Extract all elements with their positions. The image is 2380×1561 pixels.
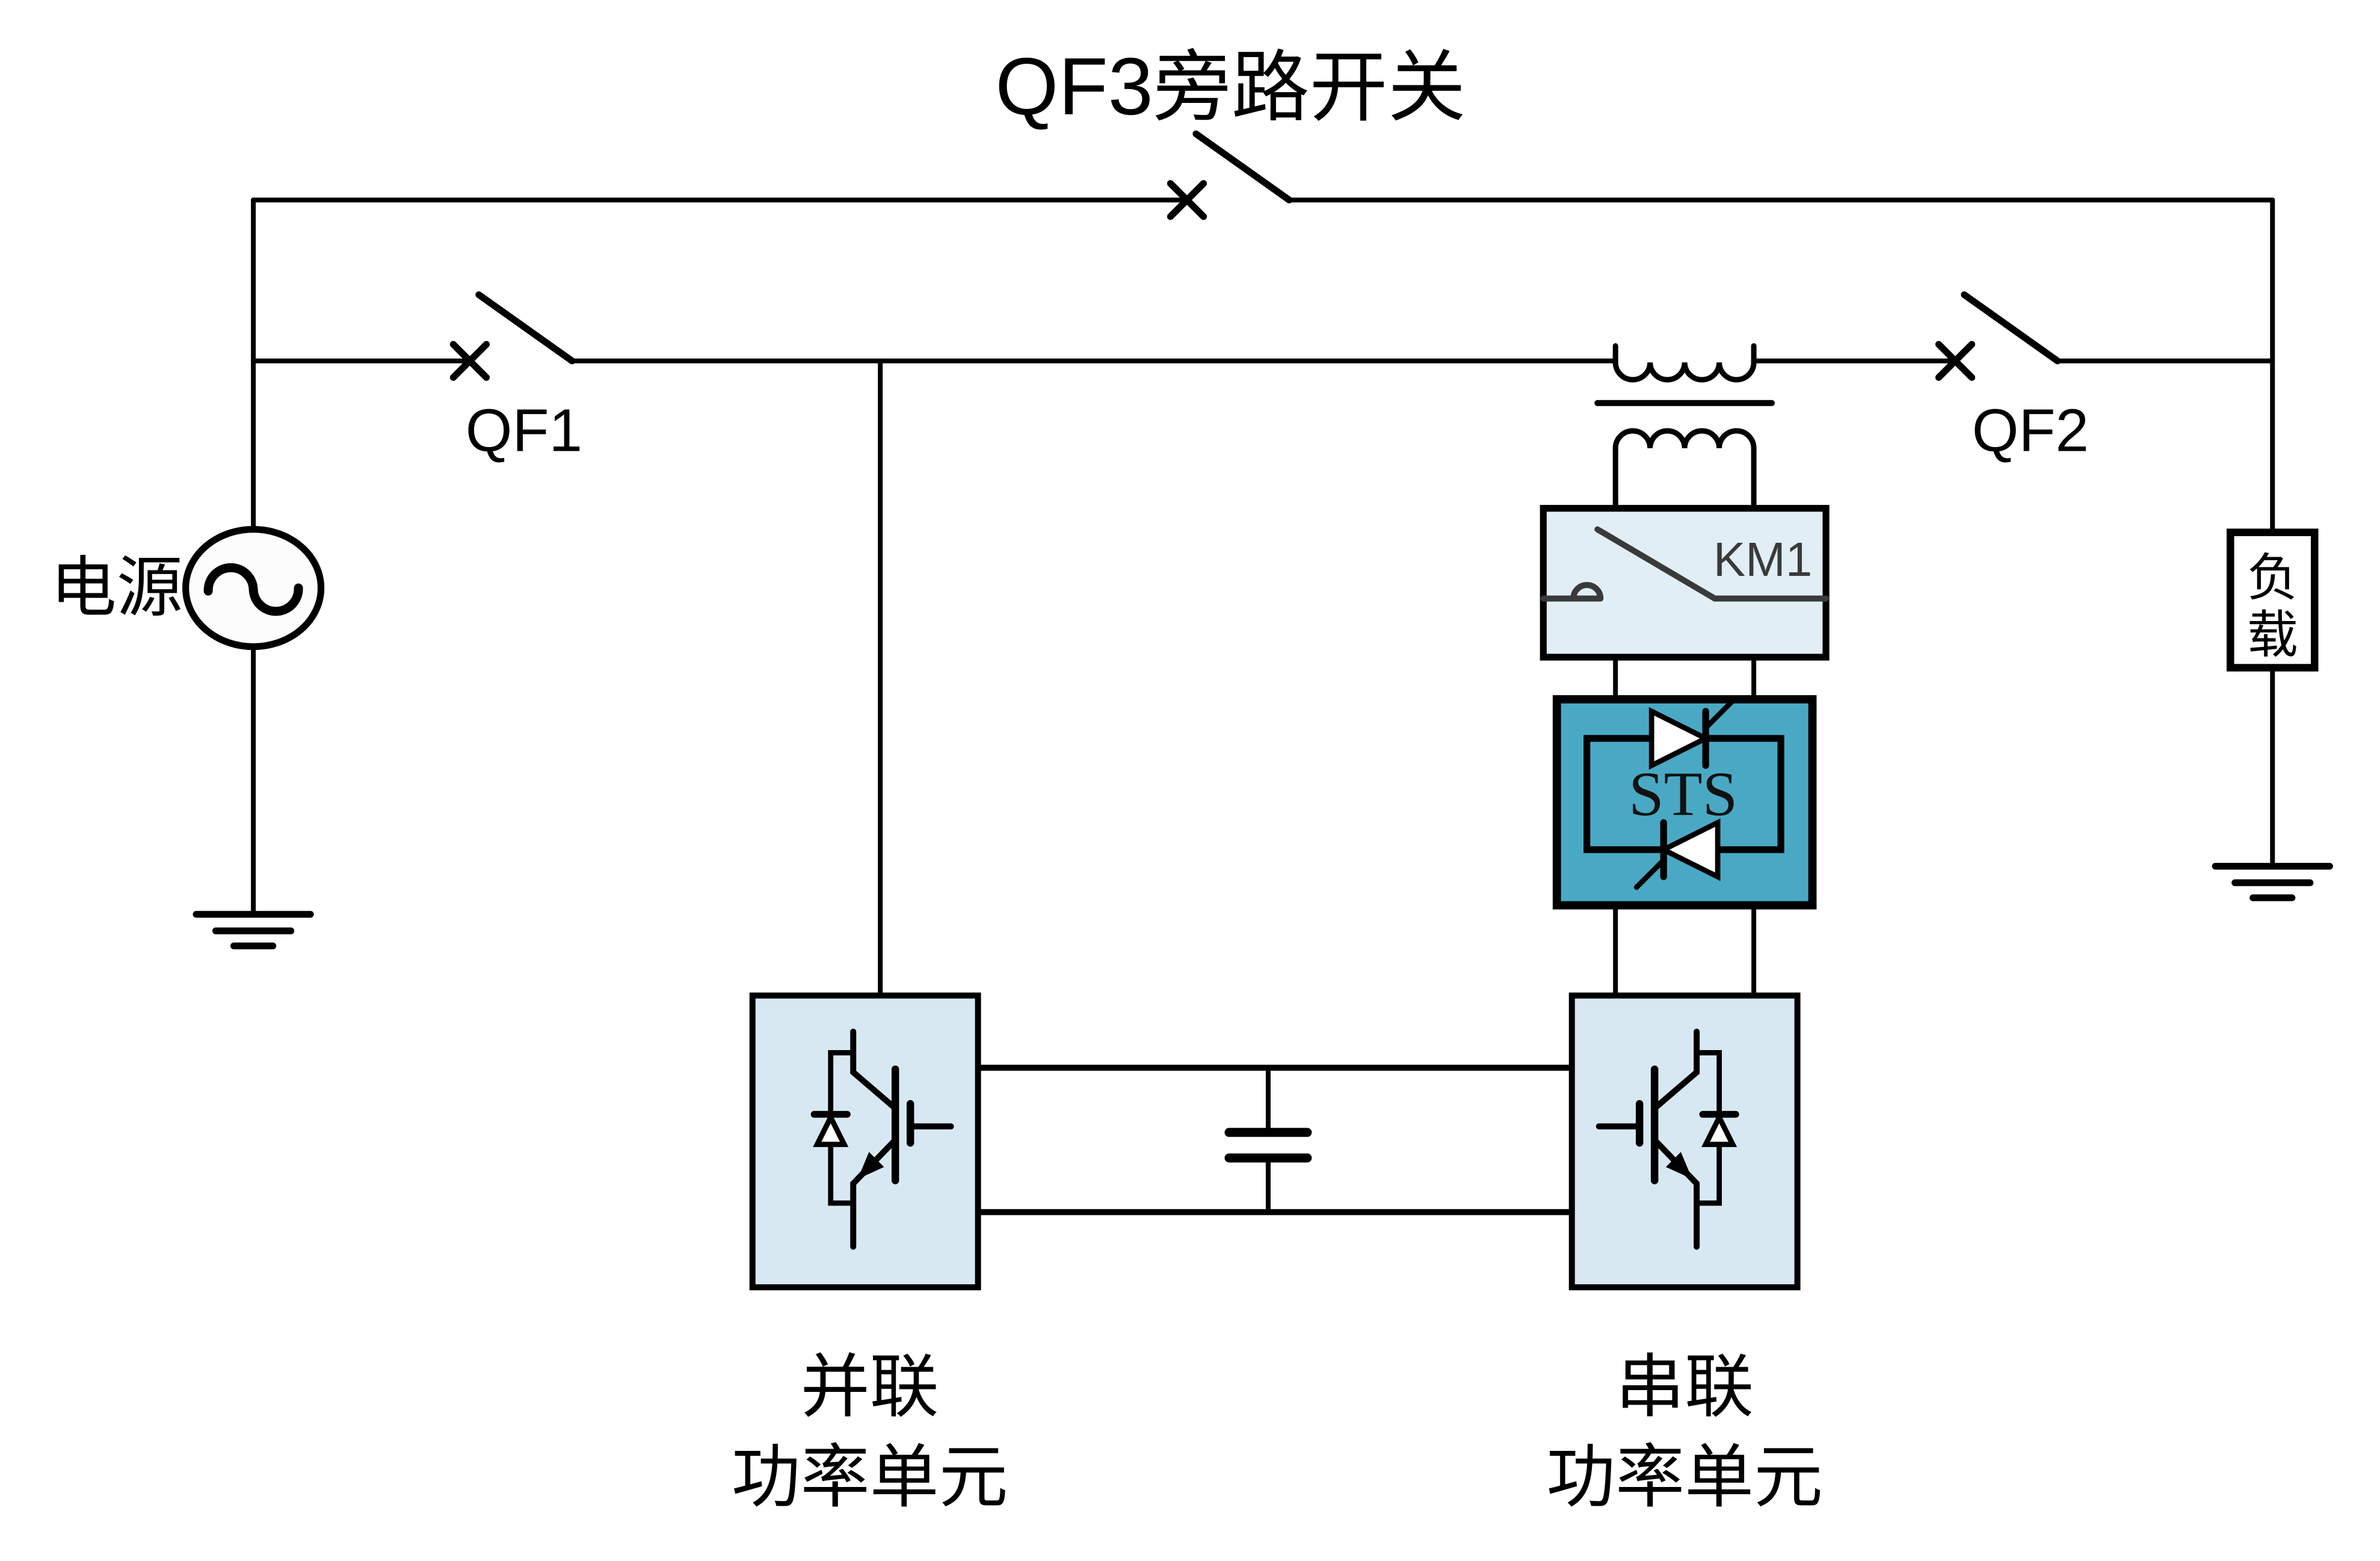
- parallel-power-unit-box: [749, 992, 981, 1291]
- source-label: 电源: [51, 552, 183, 625]
- transformer-secondary-winding: [1612, 428, 1757, 451]
- load-body: [2227, 528, 2319, 672]
- diode-wire-bottom: [1694, 1142, 1722, 1206]
- km1-contactor-box: KM1: [1540, 505, 1830, 661]
- freewheel-diode-icon: [810, 1049, 856, 1206]
- transformer-primary-ticks: [1612, 343, 1757, 365]
- transformer-symbol: [1594, 343, 1775, 512]
- breaker-blade-icon: [1192, 130, 1293, 203]
- series-unit-caption-line2: 功率单元: [1546, 1439, 1823, 1516]
- breaker-blade-icon: [475, 291, 576, 365]
- thyristor-gate-lead: [1633, 858, 1666, 890]
- breaker-blade-icon: [1961, 291, 2061, 365]
- diagram-title: QF3旁路开关: [995, 41, 1466, 132]
- freewheel-diode-icon: [1694, 1049, 1739, 1206]
- km1-label: KM1: [1713, 533, 1812, 586]
- load-box: 负 载: [2227, 528, 2319, 672]
- dc-link-capacitor: [1224, 1128, 1312, 1163]
- diode-wire-top: [828, 1049, 856, 1117]
- title-prefix: QF3: [995, 41, 1153, 132]
- qf1-breaker: [449, 291, 576, 381]
- qf2-breaker: [1935, 291, 2061, 381]
- ground-symbol-source: [193, 910, 314, 950]
- thyristor-top-icon: [1648, 698, 1736, 770]
- thyristor-triangle: [1657, 818, 1721, 882]
- parallel-unit-caption-line1: 并联: [801, 1349, 939, 1426]
- transformer-primary-winding: [1612, 359, 1757, 383]
- transformer-secondary-leads: [1612, 445, 1757, 512]
- thyristor-bottom-icon: [1633, 818, 1721, 890]
- thyristor-triangle: [1648, 706, 1712, 770]
- ground-symbol-load: [2212, 862, 2333, 901]
- series-unit-caption-line1: 串联: [1615, 1349, 1754, 1426]
- breaker-x-icon: [1935, 341, 1976, 381]
- parallel-unit-caption-line2: 功率单元: [732, 1439, 1008, 1516]
- series-power-unit-box: [1568, 992, 1801, 1291]
- sts-box: STS: [1552, 695, 1817, 910]
- diode-wire-top: [1694, 1049, 1722, 1117]
- igbt-collector-lead: [850, 1028, 899, 1111]
- qf1-label: QF1: [466, 398, 582, 465]
- parallel-unit-body: [749, 992, 981, 1291]
- sts-label: STS: [1629, 758, 1737, 829]
- km1-blade: [1594, 526, 1718, 602]
- sine-wave-icon: [203, 563, 303, 616]
- series-unit-body: [1568, 992, 1801, 1291]
- km1-contact-bump: [1570, 582, 1604, 602]
- km1-contact-switch-icon: [1540, 526, 1830, 602]
- diode-wire-bottom: [828, 1142, 856, 1206]
- qf2-label: QF2: [1972, 398, 2089, 465]
- igbt-emitter-arrow-icon: [1665, 1152, 1692, 1179]
- igbt-symbol: [1595, 1028, 1700, 1250]
- thyristor-gate-lead: [1703, 698, 1736, 731]
- title-suffix: 旁路开关: [1153, 45, 1466, 132]
- breaker-x-icon: [1167, 180, 1207, 220]
- breaker-x-icon: [449, 341, 490, 381]
- load-label-char2: 载: [2247, 608, 2298, 664]
- load-label-char1: 负: [2247, 551, 2298, 607]
- igbt-emitter-arrow-icon: [857, 1152, 884, 1179]
- qf3-bypass-breaker: [1167, 130, 1293, 220]
- wire-group: [251, 197, 2275, 1216]
- ac-source-symbol: 电源: [51, 526, 325, 651]
- igbt-emitter-lead: [850, 1137, 899, 1250]
- igbt-symbol: [850, 1028, 954, 1250]
- igbt-collector-lead: [1651, 1028, 1700, 1111]
- igbt-emitter-lead: [1651, 1137, 1700, 1250]
